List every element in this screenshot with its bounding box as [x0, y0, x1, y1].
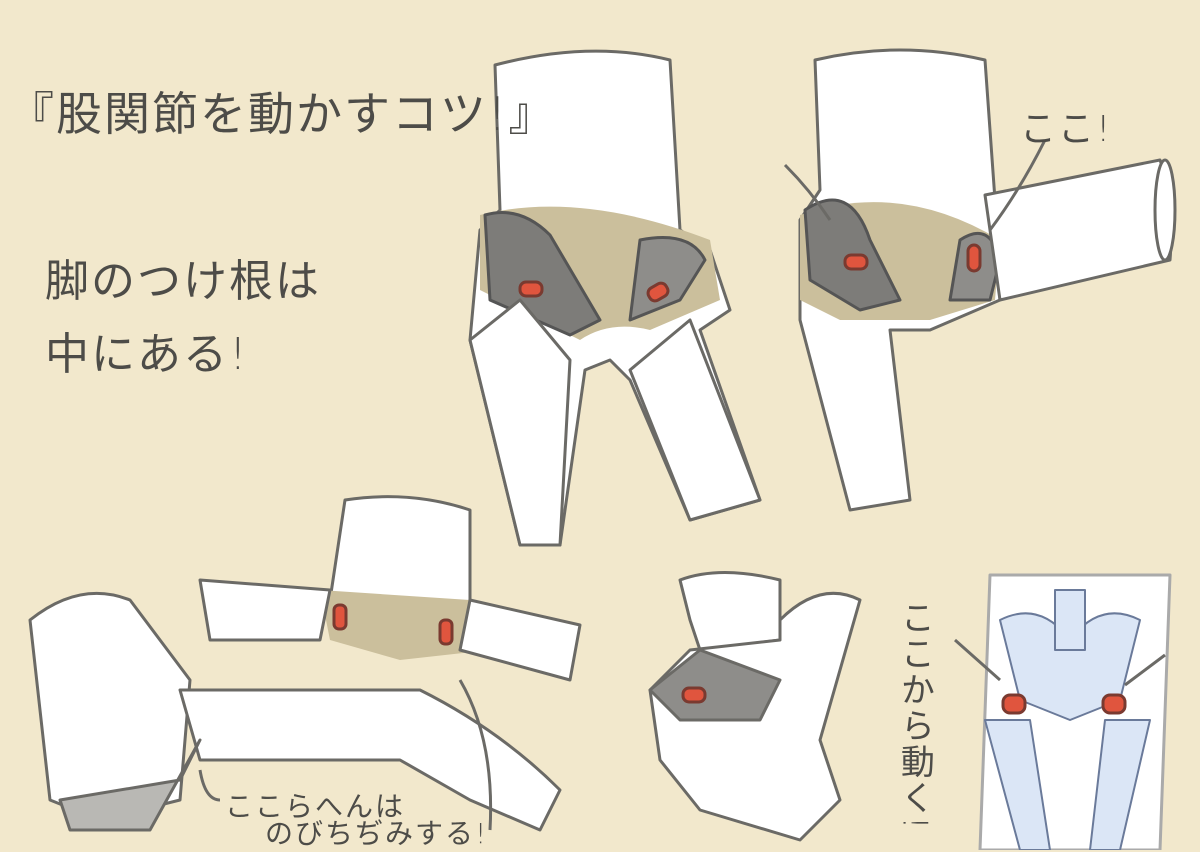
note-line-2: のびちぢみする!	[265, 817, 489, 850]
figure-pelvis-skeleton	[978, 573, 1172, 850]
figure-legs-spread	[198, 495, 582, 682]
vertical-note: ここから動く!	[894, 600, 935, 832]
figure-leg-raised	[798, 48, 1177, 512]
title: 『股関節を動かすコツ!』	[8, 87, 557, 141]
callout-here: ここ!	[1020, 109, 1113, 150]
figure-front-standing	[468, 49, 762, 547]
subtitle-line-2: 中にある!	[45, 329, 249, 380]
subtitle-line-1: 脚のつけ根は	[45, 256, 321, 307]
arrows	[198, 139, 1166, 831]
note-line-1: ここらへんは	[225, 790, 406, 823]
figure-leg-bent	[648, 571, 862, 842]
figure-lying	[28, 591, 562, 832]
